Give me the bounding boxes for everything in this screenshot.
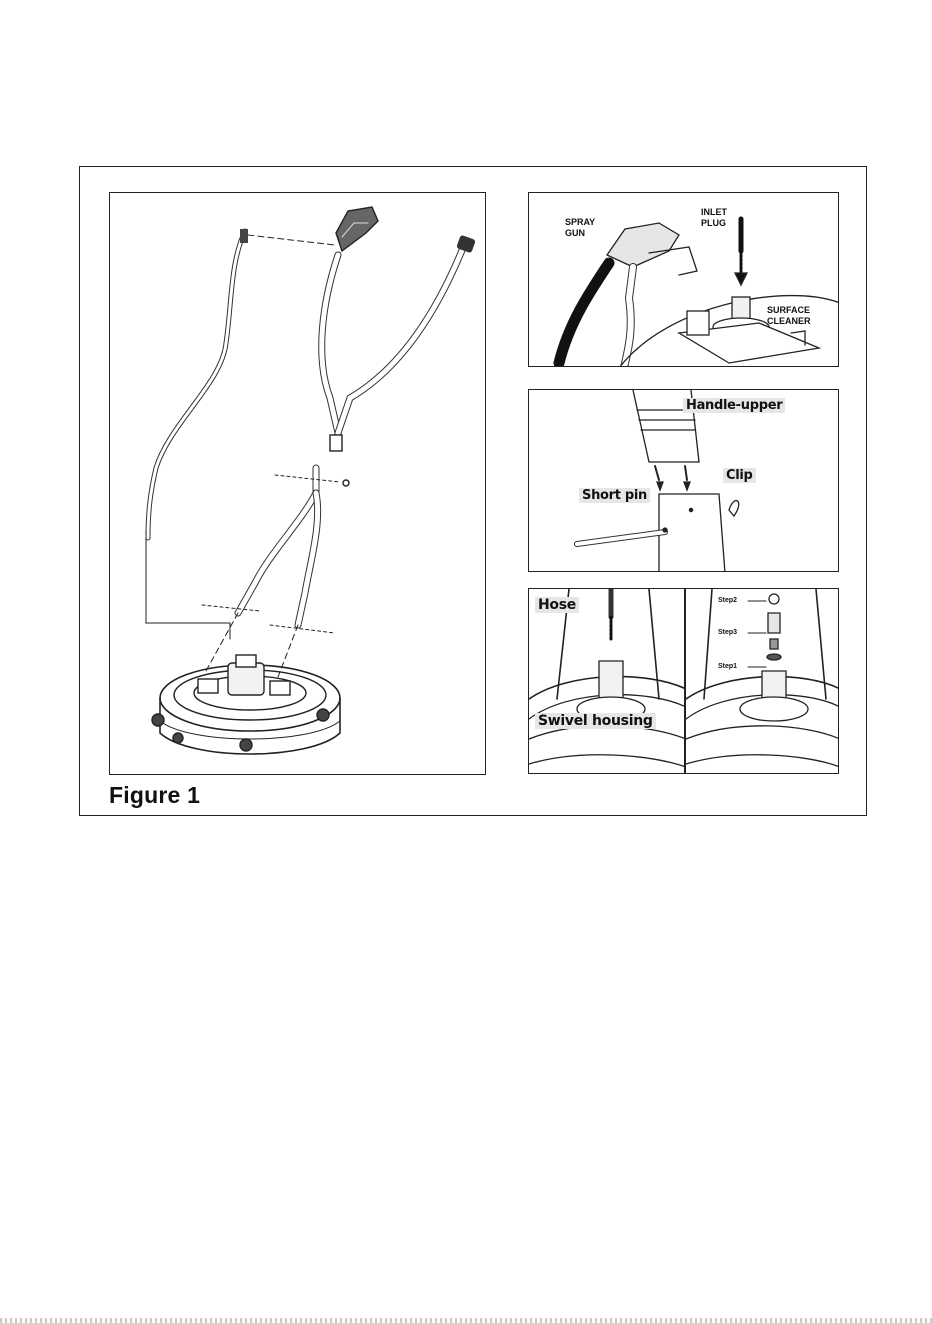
step2-label: Step2 [718,597,737,604]
spray-gun-label: SPRAY GUN [565,217,595,239]
handle-upper-label: Handle-upper [683,398,785,413]
handle-pin-drawing [529,390,839,572]
hose-label: Hose [535,597,579,613]
step1-label: Step1 [718,663,737,670]
step3-label: Step3 [718,629,737,636]
exploded-view-panel [109,192,486,775]
exploded-view-drawing [110,193,486,775]
handle-pin-panel: Handle-upper Clip Short pin [528,389,839,572]
page-bottom-edge [0,1318,932,1323]
hose-swivel-panel: Hose Swivel housing [528,588,685,774]
fitting-steps-panel: Step2 Step3 Step1 [685,588,839,774]
swivel-housing-label: Swivel housing [535,713,656,729]
surface-cleaner-label: SURFACE CLEANER [767,305,811,327]
clip-label: Clip [723,468,756,483]
short-pin-label: Short pin [579,488,650,503]
inlet-plug-label: INLET PLUG [701,207,727,229]
hose-swivel-drawing [529,589,685,774]
figure-caption: Figure 1 [109,782,200,809]
connect-spray-gun-panel: SPRAY GUN INLET PLUG SURFACE CLEANER [528,192,839,367]
fitting-steps-drawing [686,589,839,774]
